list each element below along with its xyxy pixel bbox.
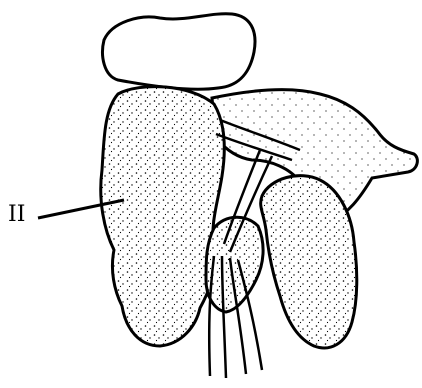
figure-label: II (8, 204, 25, 226)
upper-organ-shape (103, 14, 255, 90)
main-organ-shape (101, 87, 225, 346)
right-lobe-shape (261, 176, 357, 348)
